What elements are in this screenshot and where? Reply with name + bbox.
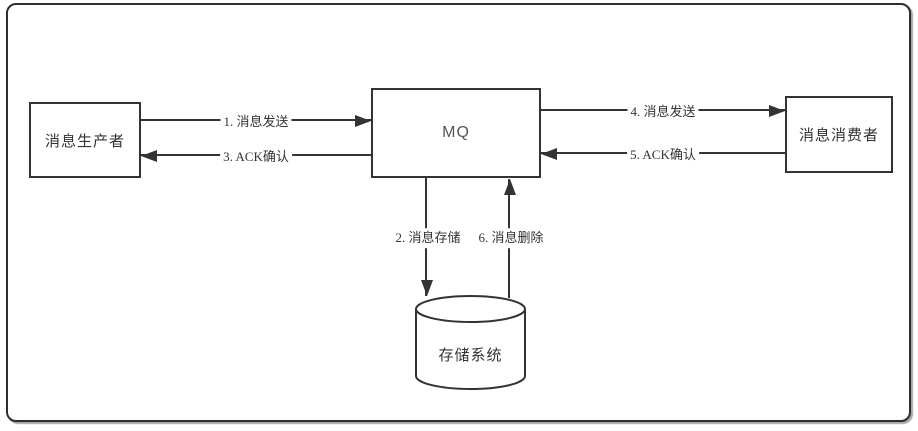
- arrowhead-right-icon: [355, 115, 371, 127]
- edge-message-delete-storage-to-mq: 6. 消息删除: [475, 179, 547, 298]
- node-mq: MQ: [371, 88, 541, 178]
- edge-1-label: 1. 消息发送: [220, 113, 292, 130]
- node-consumer: 消息消费者: [785, 96, 893, 173]
- arrowhead-left-icon: [141, 150, 157, 162]
- arrowhead-right-icon: [769, 105, 785, 117]
- node-storage-label: 存储系统: [438, 348, 503, 364]
- database-cylinder-icon: [415, 295, 526, 390]
- edge-5-label: 5. ACK确认: [627, 146, 699, 163]
- edge-6-label: 6. 消息删除: [475, 228, 547, 248]
- edge-message-send-producer-to-mq: 1. 消息发送: [141, 113, 371, 130]
- node-mq-label: MQ: [442, 124, 470, 141]
- edge-2-label: 2. 消息存储: [392, 228, 464, 248]
- edge-ack-consumer-to-mq: 5. ACK确认: [541, 146, 785, 163]
- arrowhead-up-icon: [504, 179, 516, 195]
- edge-message-store-mq-to-storage: 2. 消息存储: [392, 178, 464, 296]
- edge-4-label: 4. 消息发送: [627, 103, 699, 120]
- edge-3-label: 3. ACK确认: [220, 148, 292, 165]
- edge-ack-mq-to-producer: 3. ACK确认: [141, 148, 371, 165]
- arrowhead-left-icon: [541, 148, 557, 160]
- node-producer: 消息生产者: [29, 102, 141, 178]
- arrowhead-down-icon: [421, 280, 433, 296]
- node-consumer-label: 消息消费者: [798, 128, 879, 144]
- diagram-frame: 消息生产者 MQ 消息消费者 1. 消息发送 3. ACK确认 4. 消息发送 …: [6, 3, 911, 422]
- edge-message-send-mq-to-consumer: 4. 消息发送: [541, 103, 785, 120]
- node-producer-label: 消息生产者: [44, 133, 125, 150]
